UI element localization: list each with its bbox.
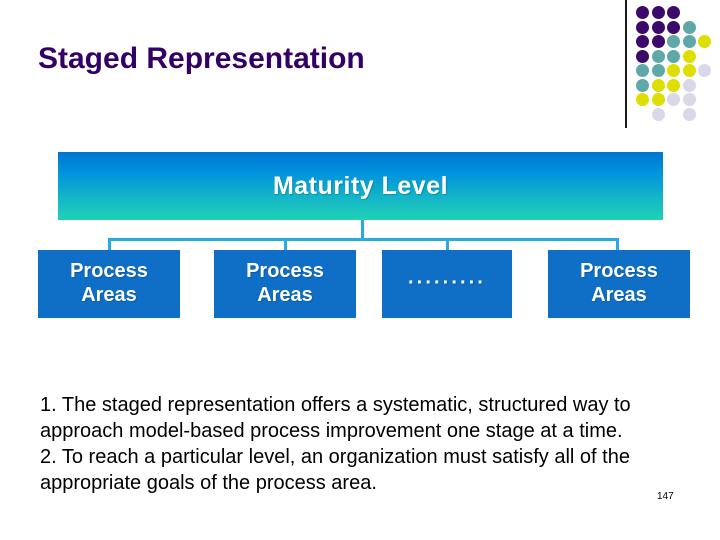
- page-title: Staged Representation: [38, 42, 365, 75]
- decor-dot: [698, 64, 711, 77]
- ellipsis-icon: ·········: [408, 272, 486, 295]
- maturity-level-label: Maturity Level: [272, 171, 449, 200]
- decor-dot: [636, 93, 649, 106]
- decor-dot: [667, 78, 680, 92]
- page-number: 147: [657, 491, 674, 502]
- decor-dot: [667, 6, 680, 19]
- connector-drop-1: [108, 238, 111, 252]
- decorative-dot-grid: [636, 6, 720, 124]
- decor-dot: [667, 93, 680, 106]
- connector-drop-4: [616, 238, 619, 252]
- decor-dot: [636, 49, 649, 63]
- decor-dot: [667, 20, 680, 34]
- decor-dot: [682, 107, 696, 121]
- process-area-label-line2: Areas: [81, 284, 137, 306]
- process-area-label-line1: Process: [580, 260, 658, 283]
- decor-dot: [651, 107, 665, 121]
- process-area-label-line2: Areas: [591, 284, 647, 306]
- decor-dot: [698, 35, 711, 48]
- decor-dot: [636, 78, 649, 92]
- maturity-level-bar: Maturity Level: [58, 152, 663, 220]
- decor-dot: [682, 93, 696, 106]
- body-text: 1. The staged representation offers a sy…: [40, 392, 680, 496]
- decor-dot: [682, 35, 696, 48]
- decor-dot: [651, 93, 665, 106]
- decor-dot: [636, 6, 649, 19]
- decor-dot: [651, 35, 665, 48]
- decor-dot: [651, 64, 665, 77]
- decor-dot: [682, 78, 696, 92]
- decor-dot: [651, 78, 665, 92]
- process-area-box: Process Areas: [38, 250, 180, 318]
- decor-dot: [667, 64, 680, 77]
- decor-dot: [651, 49, 665, 63]
- decor-dot: [667, 49, 680, 63]
- connector-drop-2: [284, 238, 287, 252]
- decor-dot: [682, 20, 696, 34]
- connector-bus: [109, 238, 619, 241]
- header-divider: [625, 0, 627, 128]
- decor-dot: [636, 35, 649, 48]
- process-area-label-line2: Areas: [257, 284, 313, 306]
- decor-dot: [636, 64, 649, 77]
- process-area-box-ellipsis: ·········: [382, 250, 512, 318]
- process-area-label-line1: Process: [246, 260, 324, 283]
- process-area-box: Process Areas: [214, 250, 356, 318]
- decor-dot: [667, 35, 680, 48]
- decor-dot: [682, 64, 696, 77]
- connector-stem: [361, 220, 364, 240]
- process-area-label-line1: Process: [70, 260, 148, 283]
- body-paragraph-2: 2. To reach a particular level, an organ…: [40, 446, 630, 494]
- decor-dot: [651, 6, 665, 19]
- connector-drop-3: [446, 238, 449, 252]
- decor-dot: [651, 20, 665, 34]
- decor-dot: [682, 49, 696, 63]
- decor-dot: [636, 20, 649, 34]
- process-area-box: Process Areas: [548, 250, 690, 318]
- body-paragraph-1: 1. The staged representation offers a sy…: [40, 394, 631, 442]
